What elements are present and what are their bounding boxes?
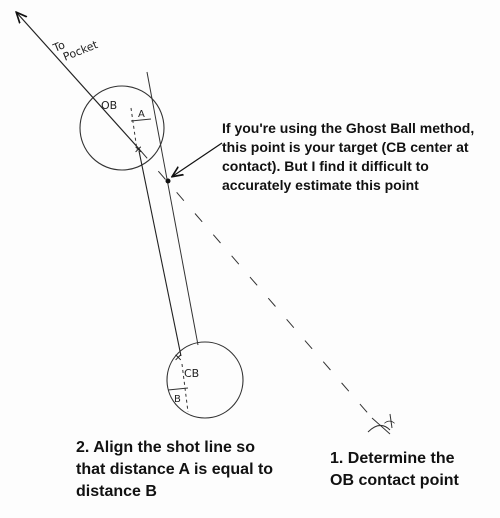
ob-distance-a-bar <box>130 118 152 122</box>
align-note: 2. Align the shot line so that distance … <box>76 437 316 503</box>
object-ball-label: OB <box>101 99 117 112</box>
ob-distance-a-tick <box>130 107 138 151</box>
to-pocket-label-2: Pocket <box>61 38 100 64</box>
shot-line-edge <box>146 71 199 346</box>
to-pocket-label-group: To Pocket <box>50 38 100 64</box>
ghost-ball-note: If you're using the Ghost Ball method, t… <box>222 119 494 195</box>
ghost-ball-note-line-2: this point is your target (CB center at <box>222 139 469 155</box>
align-note-line-2: that distance A is equal to <box>76 461 274 478</box>
align-note-line-3: distance B <box>76 483 157 500</box>
align-note-line-1: 2. Align the shot line so <box>76 439 255 456</box>
cue-ball <box>166 341 244 419</box>
cue-ball-center-mark: ✕ <box>174 353 182 364</box>
shot-line-center <box>138 150 182 357</box>
ghost-ball-arrow <box>173 142 223 176</box>
to-pocket-label: To <box>50 38 67 55</box>
contact-angle-sign: ⌒ <box>384 420 395 433</box>
contact-note: 1. Determine the OB contact point <box>330 448 490 492</box>
cue-ball-label: CB <box>184 367 199 380</box>
ghost-ball-note-line-4: accurately estimate this point <box>222 177 419 193</box>
distance-a-label: A <box>138 109 145 120</box>
pocket-direction-line <box>17 13 141 151</box>
contact-point-mark: ✕ <box>134 145 142 156</box>
ghost-ball-note-line-1: If you're using the Ghost Ball method, <box>222 120 475 136</box>
distance-b-label: B <box>174 394 181 405</box>
object-ball <box>79 85 165 171</box>
contact-note-line-2: OB contact point <box>330 472 459 489</box>
contact-angle-mark <box>367 413 393 435</box>
contact-note-line-1: 1. Determine the <box>330 450 455 467</box>
ghost-ball-point <box>165 178 171 184</box>
cb-distance-b-bar <box>167 387 189 391</box>
ghost-ball-note-line-3: contact). But I find it difficult to <box>222 158 429 174</box>
contact-dashed-line <box>139 149 373 419</box>
